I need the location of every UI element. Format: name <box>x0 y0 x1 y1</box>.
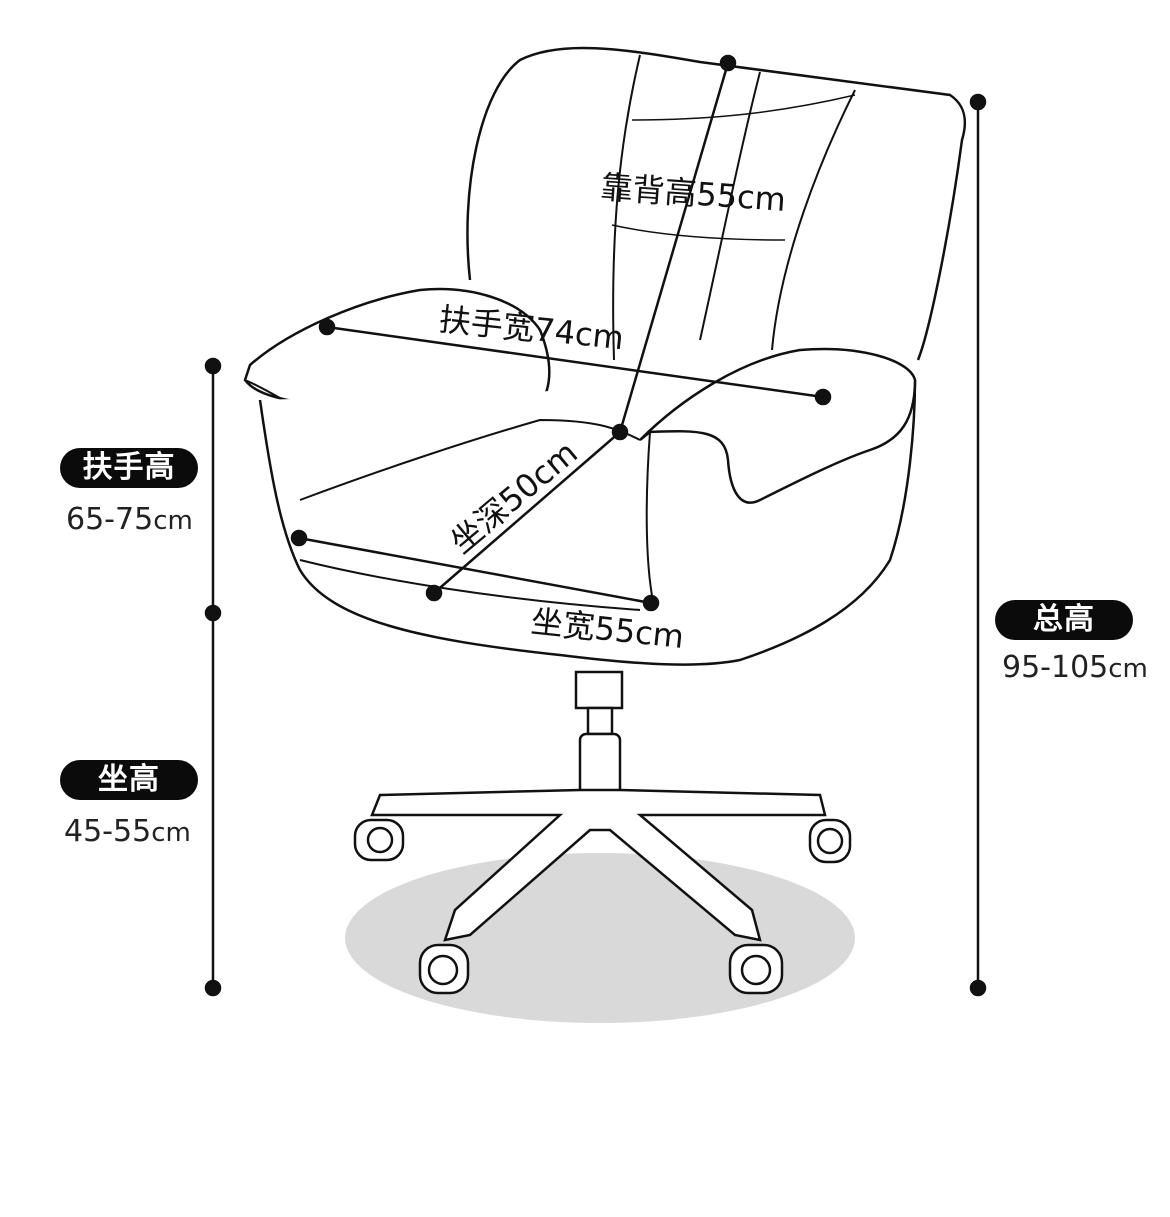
gas-lift-top <box>574 670 624 710</box>
chair-right-arm <box>639 347 917 504</box>
seat-height-value: 45-55cm <box>64 814 191 849</box>
floor-shadow <box>345 853 855 1023</box>
armrest-height-badge: 扶手高 <box>60 448 198 488</box>
gas-lift-column <box>586 706 614 736</box>
total-height-value: 95-105cm <box>1002 650 1148 685</box>
chair-star-base <box>370 788 827 942</box>
armrest-height-range: 65-75 <box>66 502 154 537</box>
armrest-height-value: 65-75cm <box>66 502 193 537</box>
seat-height-badge: 坐高 <box>60 760 198 800</box>
caster-wheels <box>353 818 852 995</box>
seat-height-range: 45-55 <box>64 814 152 849</box>
chair-backrest <box>466 46 967 361</box>
total-height-badge: 总高 <box>995 600 1133 640</box>
total-height-unit: cm <box>1108 654 1148 684</box>
dimension-lines <box>204 54 987 997</box>
armrest-height-unit: cm <box>153 506 193 536</box>
seat-height-unit: cm <box>151 818 191 848</box>
total-height-range: 95-105 <box>1002 650 1109 685</box>
